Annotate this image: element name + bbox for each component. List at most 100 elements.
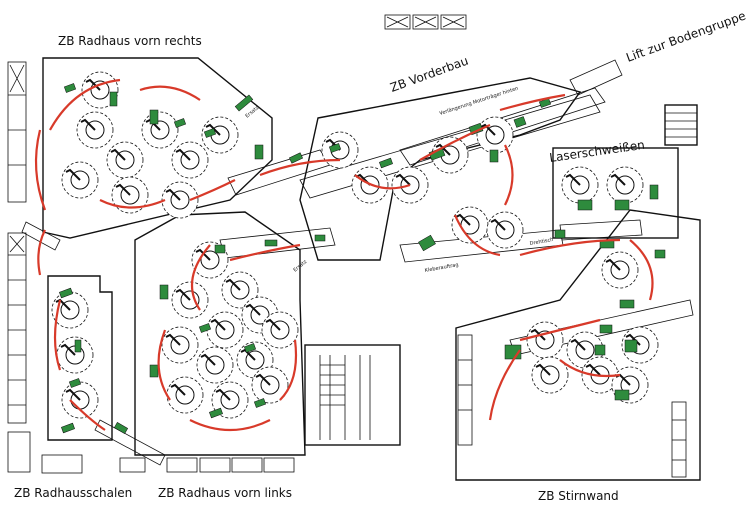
robot-arm [490,218,506,231]
flow-arrow [279,339,298,401]
fixture-block [379,157,393,169]
robot-arm [605,258,621,271]
robot-arm [65,388,81,401]
flow-arrow [34,129,47,211]
flow-arrow [37,229,46,276]
flow-arrow [559,359,621,378]
label-vorderbau: ZB Vorderbau [388,54,470,95]
robot-arm [455,213,471,226]
flow-arrow [53,299,62,371]
fixture-block [109,91,118,107]
flow-arrow [189,179,236,202]
fixture-block [599,324,613,334]
robot-arm [585,363,601,376]
flow-arrow [69,399,106,431]
robot-arm [65,168,81,181]
fixture-block [554,229,566,239]
fixture-block [74,339,82,353]
flow-arrow [139,85,201,101]
robot-arm [170,383,186,396]
fixture-block [63,83,77,93]
robot-arm [480,123,496,136]
fixture-block [113,422,129,434]
zone-laserschweissen [552,147,679,239]
flow-arrow [453,214,501,257]
fixture-block [328,143,342,153]
robot-arm [535,363,551,376]
robot-arm [60,343,76,356]
fixture-block [61,422,75,434]
fixture-block [68,378,82,388]
robot-arm [205,123,221,136]
material-flow-arrows [34,78,654,432]
zone-vorderbau [299,77,582,261]
zone-radhausschalen [47,275,113,441]
annotation-kleberauftrag: Kleberauftrag [424,262,459,274]
fixture-block [288,152,304,164]
flow-arrow [504,144,514,206]
fixture-block [624,339,638,353]
zone-stirnwand [455,209,701,481]
robot-arm [200,353,216,366]
robot-arm [565,173,581,186]
fixture-block [538,98,552,108]
flow-arrow [519,238,621,257]
robot-arm [175,288,191,301]
lift-shaft [664,104,698,146]
annotation-verlaengerung: Verlängerung Motorträger hinten [439,86,519,117]
flow-arrow [354,174,411,190]
fixture-block [59,287,73,299]
fixture-block [159,284,169,300]
flow-arrow [519,318,601,342]
flow-arrow [629,239,654,301]
stairwell [304,344,401,446]
fixture-block [254,144,264,160]
fixture-block [649,184,659,200]
robot-arm [210,318,226,331]
zone-walls [42,57,701,481]
robot-arm [195,248,211,261]
fixture-block [577,199,593,211]
fixture-block [418,234,436,252]
fixture-block [264,239,278,247]
fixture-block [149,109,159,125]
fixture-block [149,364,159,378]
flow-arrow [157,329,171,401]
flow-arrow [259,158,341,177]
annotation-drehtisch: Drehtisch [529,237,554,247]
fixture-block [214,244,226,254]
fixture-block [489,149,499,163]
flow-arrow [99,198,166,209]
fixture-block [234,94,254,112]
fixture-block [614,199,630,211]
robot-arm [245,303,261,316]
robot-arm [165,188,181,201]
flow-arrow [499,93,566,112]
flow-arrow [229,243,301,262]
label-radhaus-vorn-links: ZB Radhaus vorn links [158,486,292,500]
label-lift: Lift zur Bodengruppe [624,9,747,65]
flow-arrow [488,349,521,421]
robot-arm [570,338,586,351]
label-radhaus-vorn-rechts: ZB Radhaus vorn rechts [58,34,202,48]
robot-arm [110,148,126,161]
fixture-block [513,116,527,128]
robot-arm [175,148,191,161]
robot-arm [395,173,411,186]
label-laserschweissen: Laserschweißen [548,138,645,165]
flow-arrow [419,123,491,161]
robot-arm [610,173,626,186]
fixture-block [173,118,187,128]
fixture-block [243,343,257,353]
fixture-block [198,323,212,333]
fixture-block [209,407,223,419]
flow-arrow [49,78,121,131]
robot-arm [435,143,451,156]
label-radhausschalen: ZB Radhausschalen [14,486,132,500]
storage-racks [7,14,687,478]
equipment-fixtures [59,83,666,434]
fixture-block [203,128,217,138]
robot-arm [530,328,546,341]
